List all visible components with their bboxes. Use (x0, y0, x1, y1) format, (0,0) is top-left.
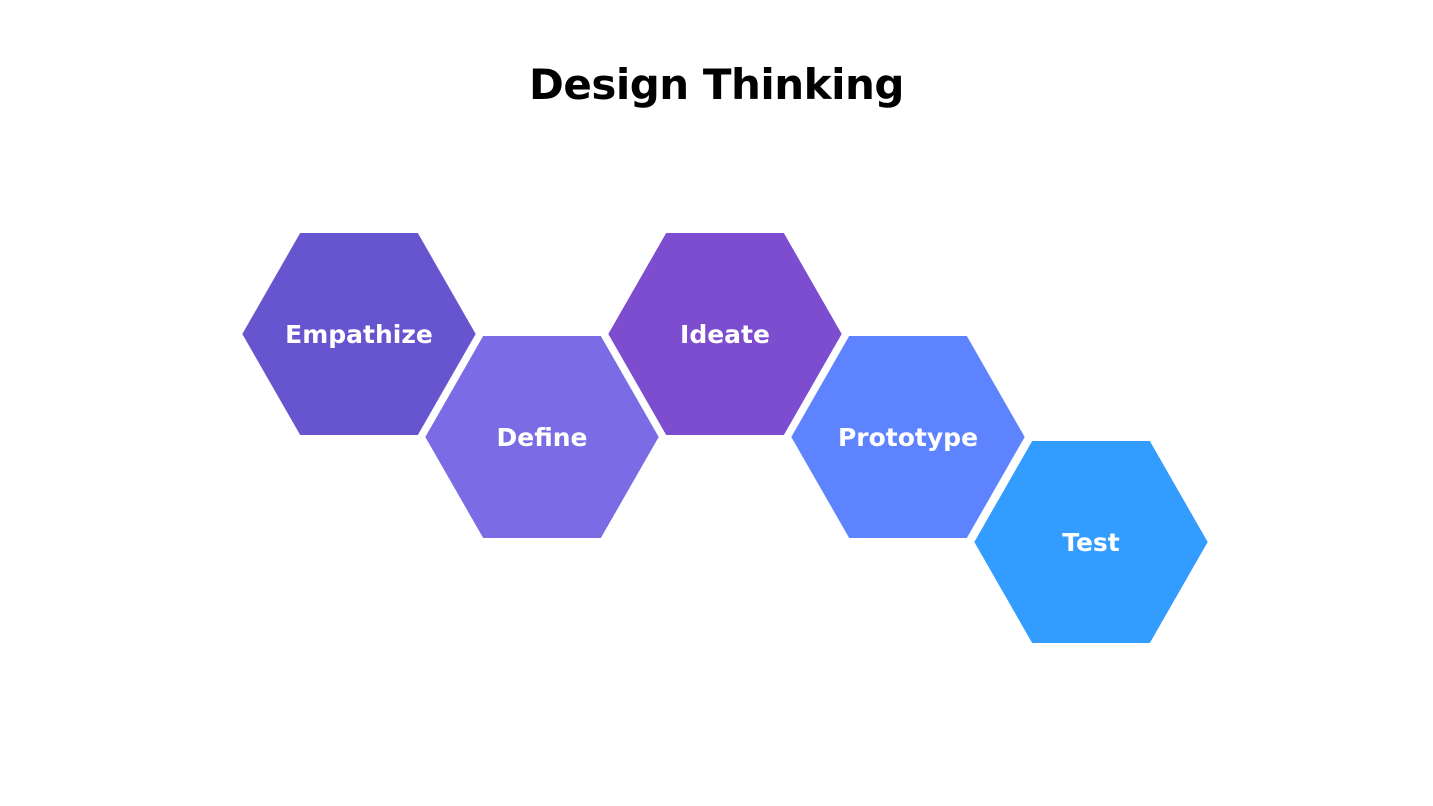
hexagon-define: Define (420, 332, 664, 542)
hexagon-ideate: Ideate (603, 229, 847, 439)
hexagon-prototype: Prototype (786, 332, 1030, 542)
hexagon-shape (786, 332, 1030, 542)
step-label: Empathize (285, 320, 433, 349)
step-label: Ideate (680, 320, 770, 349)
hexagon-shape (237, 229, 481, 439)
page-title: Design Thinking (529, 60, 904, 109)
step-label: Prototype (838, 423, 978, 452)
hexagon-empathize: Empathize (237, 229, 481, 439)
hexagon-shape (420, 332, 664, 542)
hexagon-shape (969, 437, 1213, 647)
step-label: Define (497, 423, 588, 452)
hexagon-test: Test (969, 437, 1213, 647)
hexagon-shape (603, 229, 847, 439)
step-label: Test (1062, 528, 1120, 557)
